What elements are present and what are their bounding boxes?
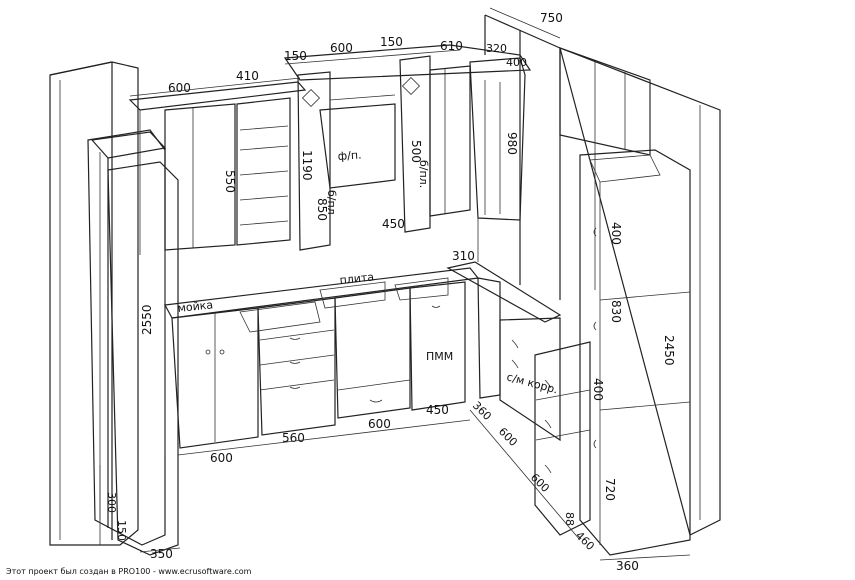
dim-400-right: 400 — [609, 222, 623, 245]
dim-side-300: 300 — [105, 492, 118, 513]
upper-cabinets — [128, 44, 532, 255]
dim-top-410: 410 — [236, 69, 259, 83]
dim-2450: 2450 — [662, 335, 676, 366]
dim-850: 850 — [315, 198, 329, 221]
dim-top-400: 400 — [506, 56, 527, 69]
dim-base-88: 88 — [563, 512, 576, 526]
left-tall-cabinet — [49, 61, 179, 556]
dim-310: 310 — [452, 249, 475, 263]
dim-base-600a: 600 — [210, 451, 233, 465]
dim-1190: 1190 — [300, 150, 314, 181]
walls — [164, 14, 721, 536]
label-curtain: б/пл. — [417, 160, 430, 188]
dim-550: 550 — [223, 170, 237, 193]
dim-base-560: 560 — [282, 431, 305, 445]
footer-credit: Этот проект был создан в PRO100 - www.ec… — [6, 567, 252, 576]
dim-base-600b: 600 — [368, 417, 391, 431]
label-hood: ф/п. — [337, 148, 362, 163]
dim-base-360: 360 — [470, 399, 494, 423]
label-bottle: б/пл — [325, 190, 338, 215]
dim-830: 830 — [609, 300, 623, 323]
label-hob: плита — [339, 270, 375, 287]
dimension-lines — [99, 7, 691, 561]
dim-720: 720 — [603, 478, 617, 501]
dim-side-150: 150 — [115, 520, 128, 541]
dim-top-600: 600 — [168, 81, 191, 95]
dim-980: 980 — [505, 132, 519, 155]
dim-top-150b: 150 — [380, 35, 403, 49]
dim-top-750: 750 — [540, 11, 563, 25]
dim-top-600-hood: 600 — [330, 41, 353, 55]
dim-400-low: 400 — [591, 378, 605, 401]
dim-450-mid: 450 — [382, 217, 405, 231]
dim-base-460: 460 — [573, 529, 597, 553]
dim-2550: 2550 — [140, 304, 154, 335]
dim-top-610: 610 — [440, 39, 463, 53]
label-corner: с/м корр. — [505, 370, 559, 396]
dim-base-360c: 360 — [616, 559, 639, 573]
label-sink: мойка — [177, 298, 214, 315]
dim-top-150a: 150 — [284, 49, 307, 63]
dim-500: 500 — [409, 140, 423, 163]
dim-base-450: 450 — [426, 403, 449, 417]
dim-top-320: 320 — [486, 42, 507, 55]
base-cabinets — [164, 149, 691, 556]
label-dishwasher: ПММ — [426, 350, 453, 363]
